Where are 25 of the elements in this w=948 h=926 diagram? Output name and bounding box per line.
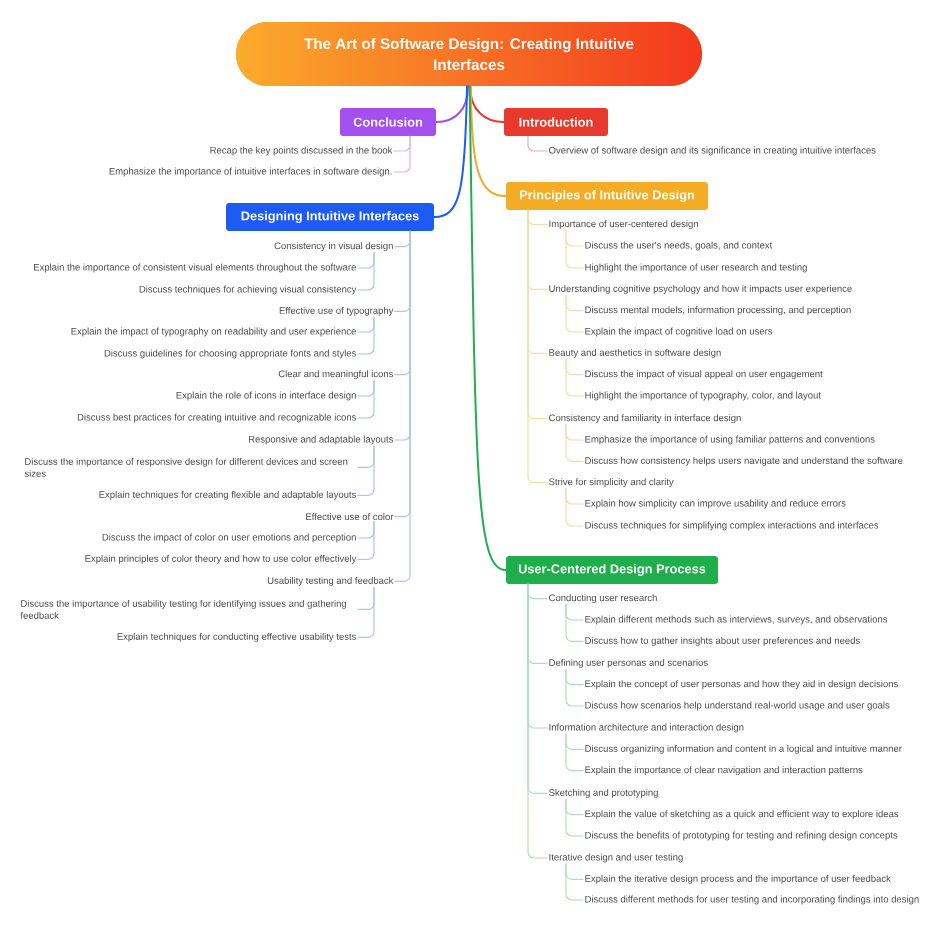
connector-line bbox=[393, 135, 411, 173]
connector-line bbox=[357, 521, 375, 560]
connector-line bbox=[357, 316, 375, 355]
connector-line bbox=[565, 230, 584, 269]
connector-line bbox=[565, 733, 584, 772]
branch-curve bbox=[433, 85, 468, 218]
connector-line bbox=[565, 294, 584, 333]
connector-line bbox=[565, 488, 584, 527]
connector-line bbox=[527, 135, 548, 152]
connector-line bbox=[565, 604, 584, 642]
connector-line bbox=[565, 358, 584, 397]
branch-curve bbox=[468, 85, 507, 571]
connector-line bbox=[565, 798, 584, 837]
connector-line bbox=[357, 380, 375, 419]
connector-line bbox=[357, 586, 375, 638]
branch-curve bbox=[470, 85, 507, 197]
connector-line bbox=[357, 445, 375, 496]
connector-line bbox=[565, 668, 584, 707]
connector-line bbox=[565, 424, 584, 462]
branch-curve bbox=[435, 85, 469, 123]
connector-line bbox=[527, 583, 548, 859]
connector-line bbox=[527, 209, 548, 484]
connector-line bbox=[394, 230, 411, 582]
connector-line bbox=[565, 863, 584, 901]
connector-line bbox=[357, 252, 375, 291]
